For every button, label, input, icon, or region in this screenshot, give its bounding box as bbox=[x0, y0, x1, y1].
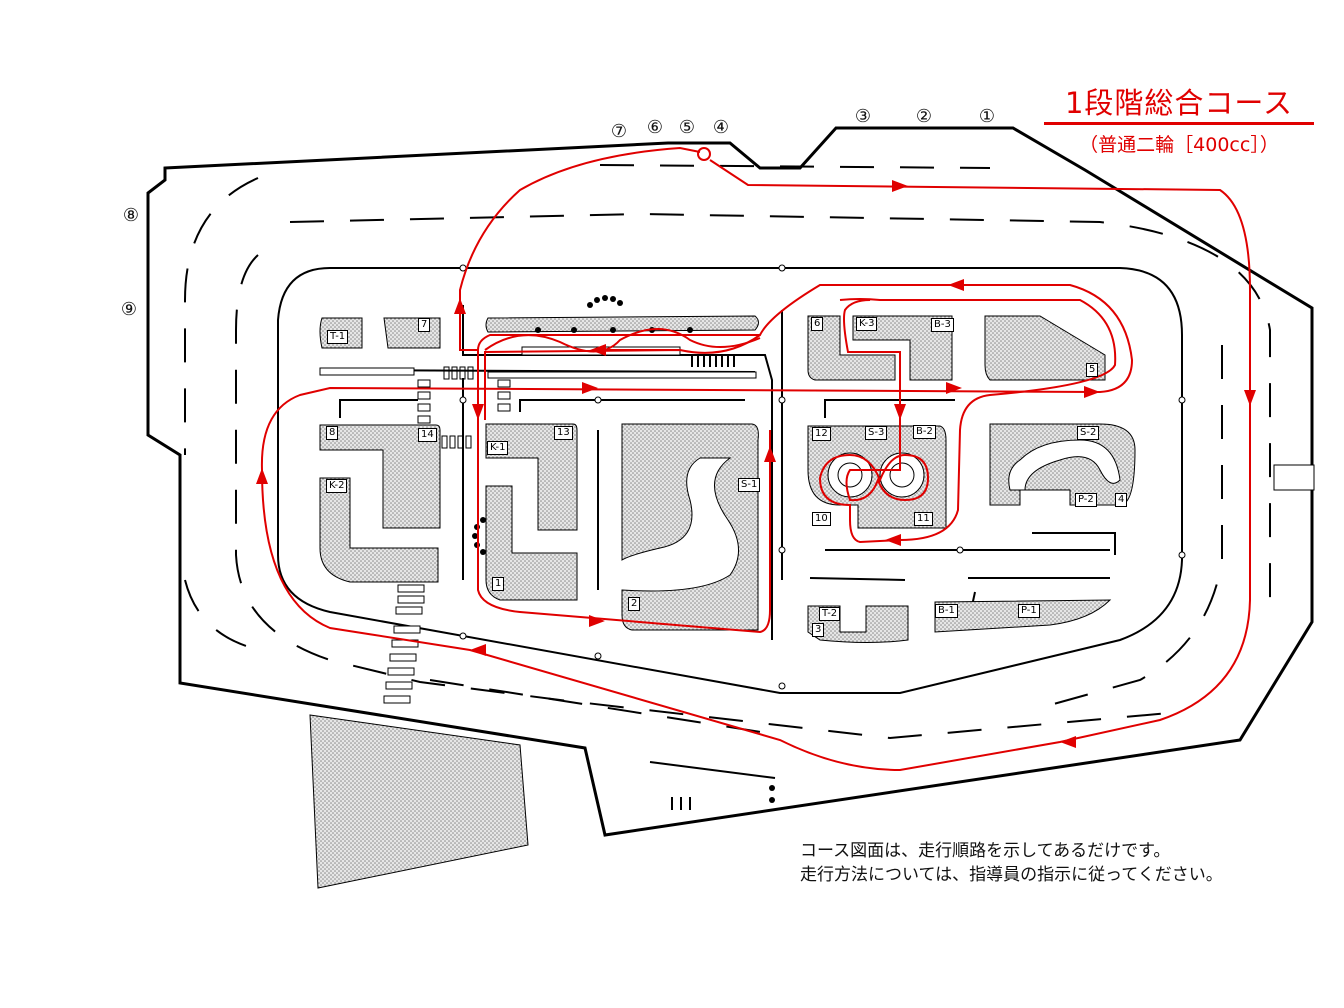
block-tag: 10 bbox=[812, 512, 831, 526]
junction-dots bbox=[459, 264, 1186, 690]
note-line-2: 走行方法については、指導員の指示に従ってください。 bbox=[800, 865, 1223, 885]
point-3: ③ bbox=[854, 106, 872, 127]
crosswalks bbox=[383, 366, 1315, 704]
point-4: ④ bbox=[712, 117, 730, 138]
block-tag: 1 bbox=[492, 577, 505, 591]
block-tag: 13 bbox=[554, 426, 573, 440]
note-line-1: コース図面は、走行順路を示してあるだけです。 bbox=[800, 841, 1171, 861]
block-tag: 5 bbox=[1086, 363, 1099, 377]
block-tag: 6 bbox=[811, 317, 824, 331]
block-tag: P-1 bbox=[1018, 604, 1040, 618]
block-tag: 4 bbox=[1115, 493, 1128, 507]
block-tag: S-3 bbox=[865, 426, 888, 440]
route-arrows bbox=[256, 180, 1256, 748]
point-6: ⑥ bbox=[646, 117, 664, 138]
lane-markings bbox=[184, 164, 1271, 740]
block-tag: K-2 bbox=[326, 479, 348, 493]
course-subtitle: （普通二輪［400cc］） bbox=[1079, 134, 1279, 156]
point-5: ⑤ bbox=[678, 117, 696, 138]
block-tag: S-1 bbox=[738, 478, 761, 492]
point-8: ⑧ bbox=[122, 205, 140, 226]
block-tag: T-1 bbox=[327, 330, 349, 344]
block-tag: 2 bbox=[628, 597, 641, 611]
point-7: ⑦ bbox=[610, 121, 628, 142]
point-1: ① bbox=[978, 106, 996, 127]
block-tag: 11 bbox=[914, 512, 933, 526]
block-tag: B-2 bbox=[913, 425, 936, 439]
blocks bbox=[309, 315, 1136, 889]
point-9: ⑨ bbox=[120, 299, 138, 320]
outer-boundary bbox=[146, 126, 1314, 837]
block-tag: B-1 bbox=[935, 604, 958, 618]
block-tag: 3 bbox=[812, 623, 825, 637]
point-2: ② bbox=[915, 106, 933, 127]
block-tag: K-3 bbox=[856, 317, 878, 331]
block-tag: 12 bbox=[812, 427, 831, 441]
block-tag: P-2 bbox=[1075, 493, 1097, 507]
block-tag: 14 bbox=[418, 428, 437, 442]
block-tag: 7 bbox=[418, 318, 431, 332]
block-tag: 8 bbox=[326, 426, 339, 440]
block-tag: B-3 bbox=[931, 318, 954, 332]
course-title: 1段階総合コース bbox=[1064, 86, 1293, 120]
median-strip bbox=[319, 367, 415, 376]
inner-boundary bbox=[277, 267, 1183, 694]
route bbox=[260, 146, 1251, 772]
median-strip bbox=[487, 371, 757, 379]
title-underline bbox=[1044, 122, 1314, 125]
stop-lines bbox=[671, 355, 735, 810]
block-tag: S-2 bbox=[1077, 426, 1100, 440]
block-tag: T-2 bbox=[819, 607, 841, 621]
block-tag: K-1 bbox=[487, 441, 509, 455]
